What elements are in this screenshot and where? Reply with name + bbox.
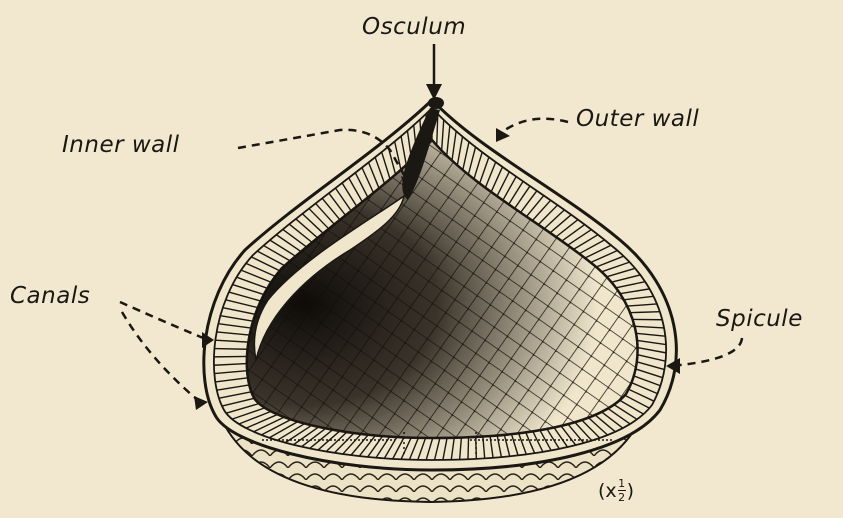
outer-wall-leader	[502, 119, 568, 132]
scale-numerator: 1	[618, 478, 625, 489]
label-inner-wall: Inner wall	[62, 132, 180, 158]
label-spicule: Spicule	[716, 306, 803, 332]
canal-line	[468, 437, 469, 459]
spicule-leader	[670, 338, 742, 366]
label-outer-wall: Outer wall	[576, 106, 699, 132]
label-osculum: Osculum	[362, 14, 466, 40]
scale-fraction: 1 2	[618, 478, 626, 503]
label-canals: Canals	[10, 283, 90, 309]
osculum-opening	[428, 97, 444, 109]
scale-denominator: 2	[618, 492, 625, 503]
scale-open: (x	[598, 480, 617, 502]
canal-line	[630, 312, 660, 313]
scale-note: (x 1 2 )	[598, 478, 634, 503]
scale-close: )	[627, 480, 634, 502]
canals-leader-1	[120, 302, 208, 340]
canals-leader-2	[122, 312, 200, 402]
canal-line	[214, 349, 247, 350]
